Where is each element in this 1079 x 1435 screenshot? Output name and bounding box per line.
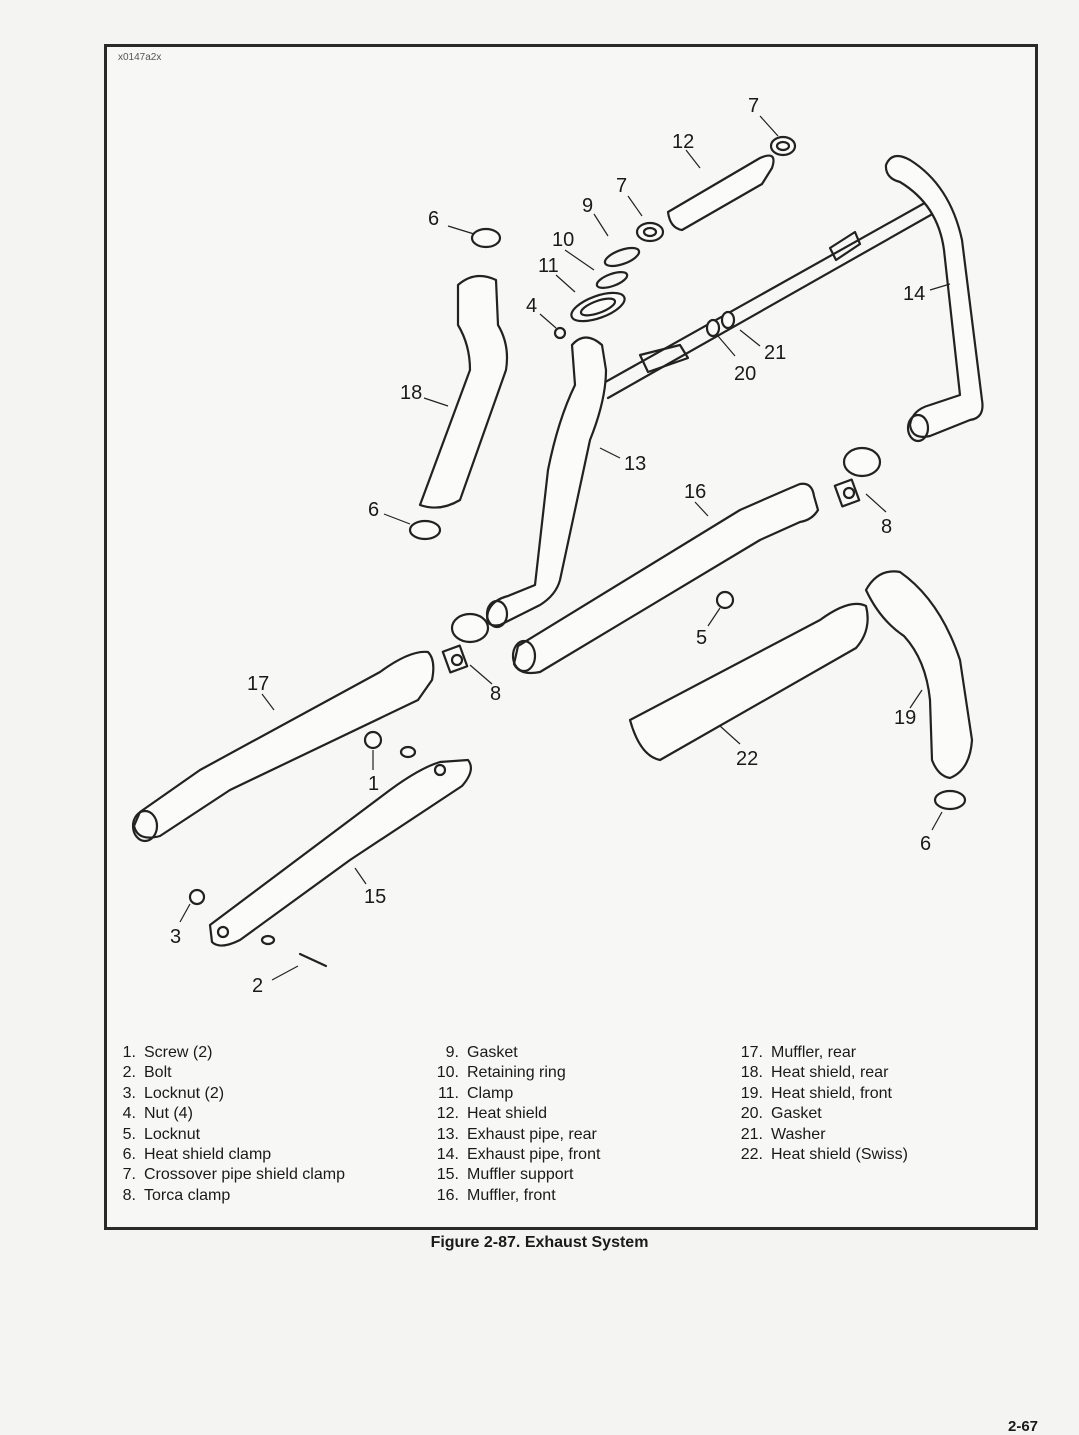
callout-10: 10	[552, 229, 574, 251]
callout-22: 22	[736, 748, 758, 770]
part-4-nut	[553, 326, 567, 340]
callout-6-bottom: 6	[920, 833, 931, 855]
part-20-gasket	[705, 318, 721, 338]
callout-11: 11	[538, 255, 559, 277]
legend-item: 4.Nut (4)	[122, 1105, 193, 1123]
part-7-clamp-lower	[635, 221, 665, 243]
leader-lines	[179, 115, 951, 981]
part-10-retaining-ring	[595, 271, 629, 289]
part-7-clamp-upper	[769, 135, 797, 157]
legend-column-3: 17.Muffler, rear 18.Heat shield, rear 19…	[737, 1043, 908, 1165]
legend-item: 17.Muffler, rear	[740, 1044, 857, 1061]
part-17-muffler-rear	[132, 650, 435, 839]
legend-item: 21.Washer	[740, 1125, 826, 1143]
part-19-heat-shield-front	[864, 570, 974, 780]
legend-item: 18.Heat shield, rear	[740, 1064, 889, 1082]
crossover-rod	[598, 198, 938, 400]
legend-item: 10.Retaining ring	[436, 1064, 566, 1082]
callout-2: 2	[252, 975, 263, 997]
part-8-torca-clamp-left	[441, 612, 490, 674]
callout-5: 5	[696, 627, 707, 649]
callout-18: 18	[400, 382, 422, 404]
part-18-heat-shield-rear	[418, 274, 509, 509]
page-number: 2-67	[1008, 1418, 1039, 1435]
callout-4: 4	[526, 295, 537, 317]
part-21-washer	[720, 310, 736, 330]
figure-caption: Figure 2-87. Exhaust System	[430, 1234, 649, 1251]
part-22-heat-shield-swiss	[628, 602, 869, 762]
callout-7-top: 7	[748, 95, 759, 117]
part-5-locknut	[715, 590, 735, 610]
part-3-locknut	[188, 888, 206, 906]
legend-item: 3.Locknut (2)	[122, 1084, 225, 1102]
callout-8-left: 8	[490, 683, 501, 705]
part-1-screw	[363, 730, 417, 759]
callout-6-top: 6	[428, 208, 439, 230]
legend-item: 14.Exhaust pipe, front	[436, 1146, 601, 1164]
legend-item: 15.Muffler support	[436, 1166, 574, 1184]
callout-1: 1	[368, 773, 379, 795]
part-16-muffler-front	[512, 482, 820, 675]
callout-16: 16	[684, 481, 706, 503]
legend-item: 11.Clamp	[437, 1084, 514, 1102]
callout-6-mid: 6	[368, 499, 379, 521]
part-2-bolt	[260, 934, 328, 968]
part-13-exhaust-pipe-rear	[486, 336, 608, 627]
part-12-heat-shield	[666, 154, 775, 232]
legend-column-2: 9.Gasket 10.Retaining ring 11.Clamp 12.H…	[433, 1043, 601, 1206]
legend-item: 12.Heat shield	[436, 1105, 548, 1123]
part-6-clamp-bottom	[933, 789, 967, 811]
callout-3: 3	[170, 926, 181, 948]
legend-item: 2.Bolt	[122, 1064, 172, 1082]
legend-item: 1.Screw (2)	[122, 1044, 213, 1061]
callout-17: 17	[247, 673, 269, 695]
legend-item: 8.Torca clamp	[122, 1186, 231, 1204]
legend-item: 13.Exhaust pipe, rear	[436, 1125, 597, 1143]
callout-9: 9	[582, 195, 593, 217]
legend-item: 6.Heat shield clamp	[122, 1146, 272, 1164]
callout-12: 12	[672, 131, 694, 153]
legend-item: 7.Crossover pipe shield clamp	[122, 1166, 345, 1184]
part-11-clamp	[570, 291, 626, 323]
callout-8-right: 8	[881, 516, 892, 538]
callout-19: 19	[894, 707, 916, 729]
part-6-clamp-top	[470, 227, 502, 249]
legend-item: 9.Gasket	[445, 1044, 518, 1061]
part-6-clamp-mid	[408, 519, 442, 541]
callout-7-mid: 7	[616, 175, 627, 197]
legend-item: 5.Locknut	[122, 1125, 201, 1143]
legend-item: 16.Muffler, front	[436, 1186, 556, 1204]
part-9-gasket	[603, 246, 641, 268]
part-15-muffler-support	[208, 758, 473, 947]
callout-14: 14	[903, 283, 925, 305]
callout-15: 15	[364, 886, 386, 908]
callout-13: 13	[624, 453, 646, 475]
legend-column-1: 1.Screw (2) 2.Bolt 3.Locknut (2) 4.Nut (…	[110, 1043, 345, 1206]
figure-code: x0147a2x	[118, 52, 162, 63]
callout-21: 21	[764, 342, 786, 364]
part-8-torca-clamp-right	[833, 446, 882, 508]
part-14-exhaust-pipe-front	[884, 154, 984, 438]
callouts: 7 12 7 9 6 10 11 14 4 21 20 18 13 16 6 8…	[170, 95, 931, 997]
legend-item: 22.Heat shield (Swiss)	[740, 1146, 908, 1164]
legend-item: 20.Gasket	[740, 1105, 822, 1123]
legend-item: 19.Heat shield, front	[740, 1084, 892, 1102]
callout-20: 20	[734, 363, 756, 385]
